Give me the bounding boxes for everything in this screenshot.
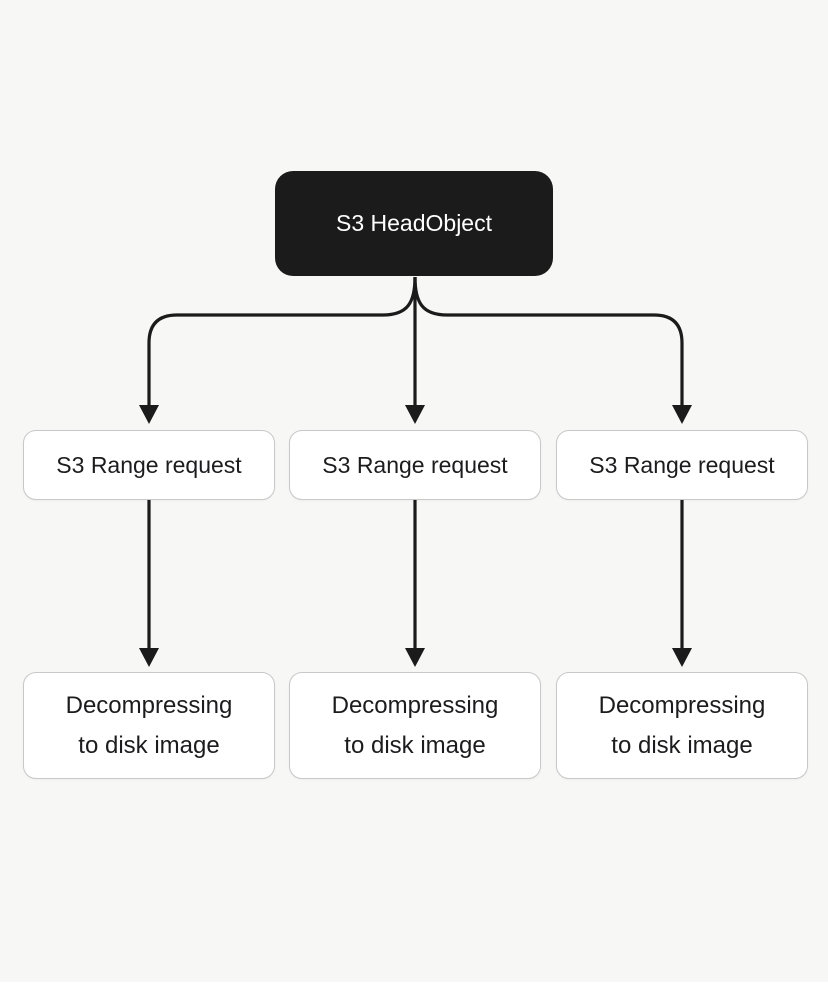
node-s3-headobject: S3 HeadObject [275,171,553,276]
node-range-request-1: S3 Range request [23,430,275,500]
node-decompress-3-label: Decompressing to disk image [598,691,766,759]
node-decompress-2-label: Decompressing to disk image [331,691,499,759]
node-range-request-2-label: S3 Range request [322,451,508,478]
arrow-left-to-decompress [139,500,159,667]
node-range-request-3-label: S3 Range request [589,451,775,478]
node-decompress-1-label: Decompressing to disk image [65,691,233,759]
node-decompress-3: Decompressing to disk image [556,672,808,779]
arrow-root-to-center [405,277,425,424]
node-range-request-2: S3 Range request [289,430,541,500]
node-range-request-3: S3 Range request [556,430,808,500]
arrow-root-to-left [139,276,417,424]
arrow-root-to-right [413,276,692,424]
node-range-request-1-label: S3 Range request [56,451,242,478]
arrow-right-to-decompress [672,500,692,667]
node-decompress-2: Decompressing to disk image [289,672,541,779]
node-decompress-1: Decompressing to disk image [23,672,275,779]
bottom-strip [0,982,828,994]
arrow-center-to-decompress [405,500,425,667]
node-s3-headobject-label: S3 HeadObject [336,210,492,236]
